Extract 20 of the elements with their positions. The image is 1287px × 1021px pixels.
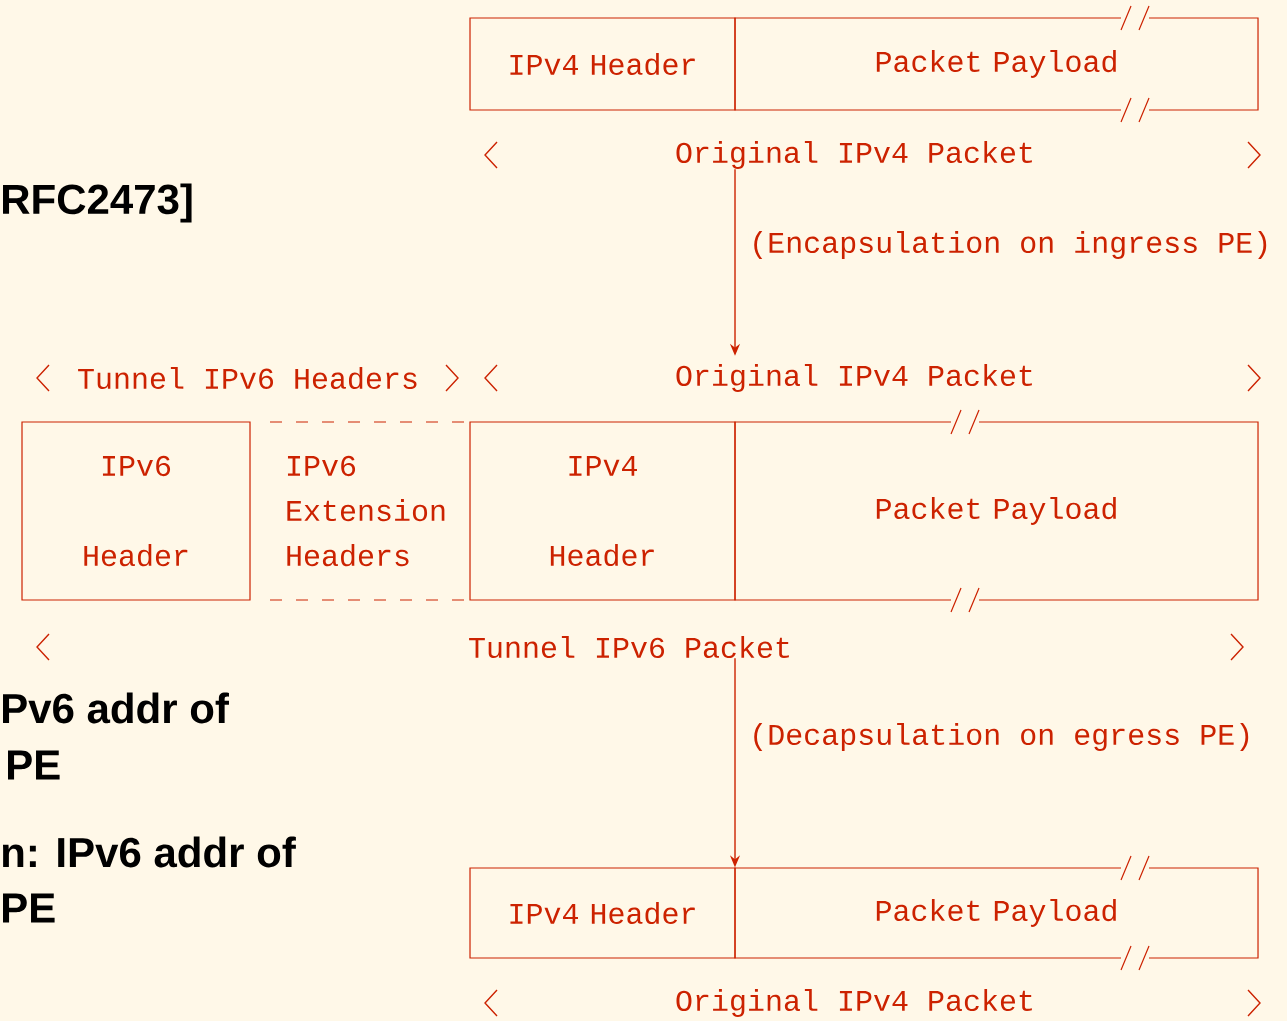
note-text: PE <box>3 893 55 923</box>
packet-field: IPv6 Header <box>21 421 251 601</box>
packet-field: Packet Payload <box>734 421 1259 601</box>
packet-field: Packet Payload <box>734 867 1259 959</box>
edge-label: (Encapsulation on ingress PE) <box>748 230 1273 260</box>
span-label: Original IPv4 Packet <box>676 989 1032 1017</box>
note-text: n: IPv6 addr of <box>3 836 296 868</box>
note-text: Pv6 addr of <box>3 692 229 724</box>
edge-label: (Decapsulation on egress PE) <box>748 722 1255 752</box>
packet-field: IPv4 Header <box>469 17 736 111</box>
span-label: Tunnel IPv6 Headers <box>78 366 417 390</box>
span-label: Original IPv4 Packet <box>676 141 1032 169</box>
span-label: Tunnel IPv6 Packet <box>469 636 789 659</box>
packet-field: Packet Payload <box>734 17 1259 111</box>
span-label: Original IPv4 Packet <box>676 364 1032 392</box>
packet-field: IPv6 Extension Headers <box>269 421 471 601</box>
packet-field: IPv4 Header <box>469 867 736 959</box>
note-text: PE <box>8 750 60 780</box>
packet-field: IPv4 Header <box>469 421 736 601</box>
note-text: RFC2473] <box>3 183 192 223</box>
